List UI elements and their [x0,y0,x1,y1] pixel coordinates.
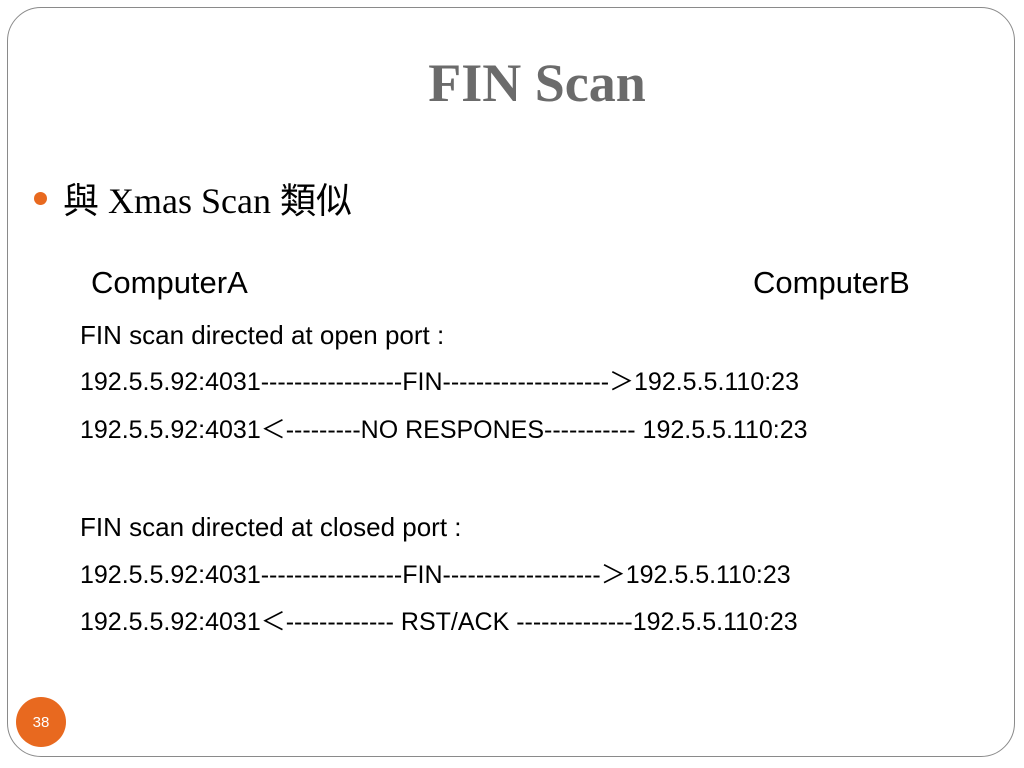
page-number-badge: 38 [16,697,66,747]
bullet-dot-icon [34,191,47,205]
open-port-response-line: 192.5.5.92:4031＜---------NO RESPONES----… [80,416,808,444]
closed-port-heading: FIN scan directed at closed port : [80,512,462,542]
computer-a-label: ComputerA [91,265,248,300]
open-port-fin-line: 192.5.5.92:4031-----------------FIN-----… [80,368,799,396]
computer-b-label: ComputerB [753,265,910,300]
bullet-text: 與 Xmas Scan 類似 [63,181,352,221]
closed-port-fin-line: 192.5.5.92:4031-----------------FIN-----… [80,561,791,589]
slide-frame [7,7,1015,757]
bullet-item: 與 Xmas Scan 類似 [34,176,352,221]
closed-port-response-line: 192.5.5.92:4031＜------------- RST/ACK --… [80,608,798,636]
slide-title: FIN Scan [428,53,646,113]
open-port-heading: FIN scan directed at open port : [80,320,445,350]
